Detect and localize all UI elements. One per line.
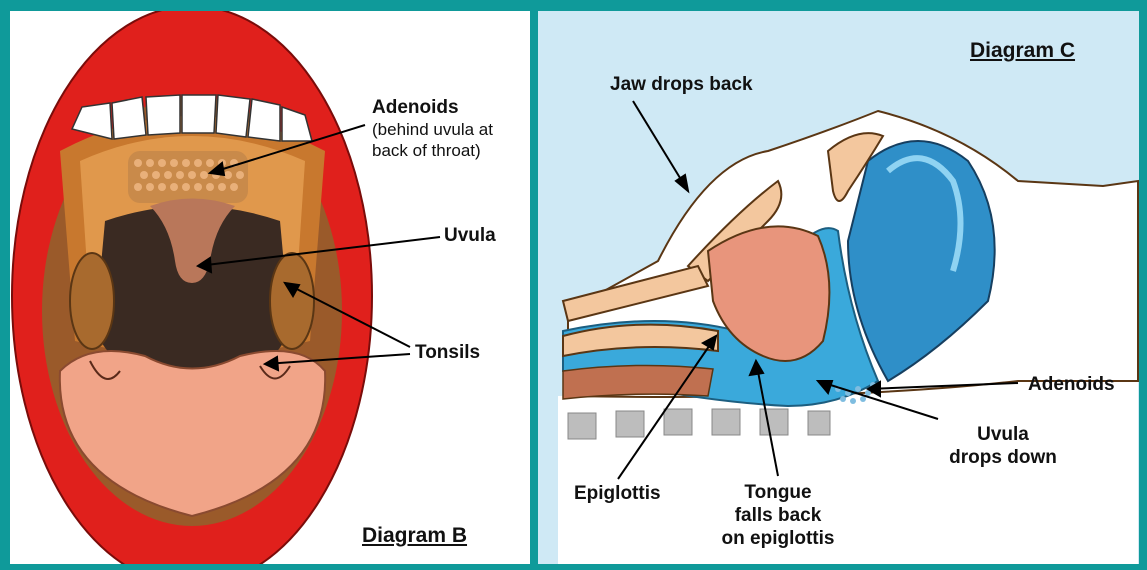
jaw-label: Jaw drops back [610, 73, 753, 96]
adenoids-note-line-2: back of throat) [372, 140, 493, 161]
diagram-c-title: Diagram C [970, 39, 1075, 63]
tongue-label: Tongue falls back on epiglottis [713, 481, 843, 550]
tonsil-left [70, 253, 114, 349]
diagram-b-title: Diagram B [362, 524, 467, 548]
open-mouth-illustration [10, 11, 530, 564]
adenoids-note-line-1: (behind uvula at [372, 119, 493, 140]
adenoids-label-c: Adenoids [1028, 373, 1115, 396]
diagram-b-panel: Adenoids (behind uvula at back of throat… [10, 11, 530, 564]
tonsils-label: Tonsils [415, 341, 480, 364]
epiglottis-label: Epiglottis [574, 482, 661, 505]
adenoids-label: Adenoids (behind uvula at back of throat… [372, 96, 493, 161]
diagram-c-panel: Diagram C Jaw drops back Adenoids Uvula … [538, 11, 1139, 564]
tonsil-right [270, 253, 314, 349]
uvula-label: Uvula [444, 224, 496, 247]
uvula-label-c: Uvula drops down [933, 423, 1073, 469]
